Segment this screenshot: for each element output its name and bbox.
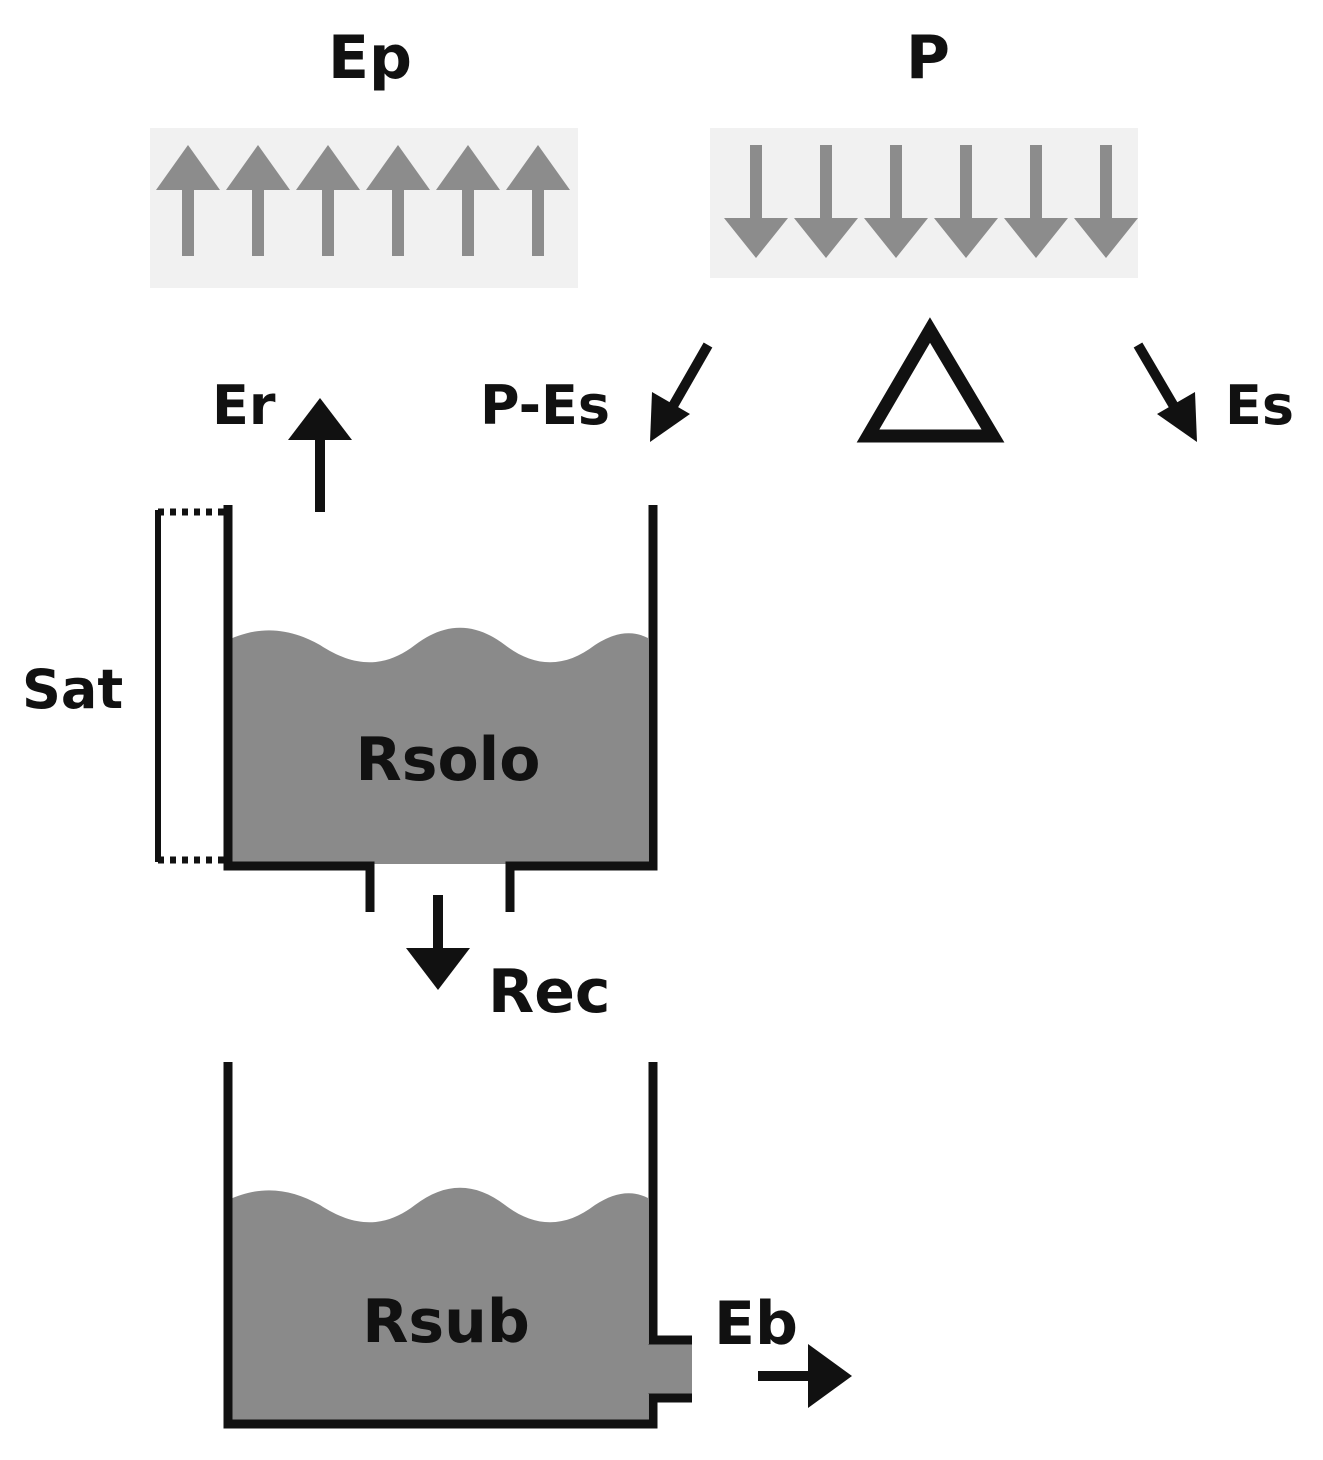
p-arrow-4 (934, 145, 998, 258)
er-group: Er (212, 374, 352, 512)
p-arrow-5 (1004, 145, 1068, 258)
eb-label: Eb (714, 1289, 798, 1359)
ep-label: Ep (328, 23, 412, 93)
rsolo-walls (223, 505, 658, 912)
rec-group: Rec (406, 895, 610, 1027)
rsolo-water (228, 627, 648, 864)
p-es-arrow-head (650, 392, 690, 442)
sat-bracket: Sat (22, 508, 226, 864)
p-flux-group: P (710, 23, 1138, 278)
er-arrow-head (288, 398, 352, 440)
p-arrow-6 (1074, 145, 1138, 258)
es-label: Es (1225, 374, 1294, 437)
rec-arrow-head (406, 948, 470, 990)
eb-group: Eb (714, 1289, 852, 1408)
rsolo-label: Rsolo (356, 725, 541, 795)
p-arrow-1 (724, 145, 788, 258)
eb-arrow-head (808, 1344, 852, 1408)
sat-label: Sat (22, 658, 123, 721)
ep-arrow-1 (156, 145, 220, 256)
er-label: Er (212, 374, 276, 437)
ep-arrow-5 (436, 145, 500, 256)
es-arrow-head (1157, 392, 1197, 442)
es-group: Es (1133, 342, 1294, 442)
ep-arrow-4 (366, 145, 430, 256)
p-es-group: P-Es (480, 342, 713, 442)
delta-triangle (856, 317, 1005, 443)
p-flux-band (710, 128, 1138, 278)
ep-arrow-3 (296, 145, 360, 256)
rsolo-reservoir: Rsolo (223, 505, 658, 912)
ep-arrow-2 (226, 145, 290, 256)
p-label: P (906, 23, 950, 93)
rsub-walls (223, 1062, 692, 1429)
rsub-water (228, 1187, 648, 1424)
p-down-arrows (724, 145, 1138, 258)
p-arrow-2 (794, 145, 858, 258)
p-es-label: P-Es (480, 374, 610, 437)
ep-flux-group: Ep (150, 23, 578, 288)
rsub-outlet-water (648, 1344, 692, 1394)
p-arrow-3 (864, 145, 928, 258)
rec-label: Rec (488, 957, 610, 1027)
rsub-reservoir: Rsub (223, 1062, 692, 1429)
rsub-label: Rsub (362, 1287, 530, 1357)
ep-up-arrows (156, 145, 570, 256)
ep-arrow-6 (506, 145, 570, 256)
ep-flux-band (150, 128, 578, 288)
